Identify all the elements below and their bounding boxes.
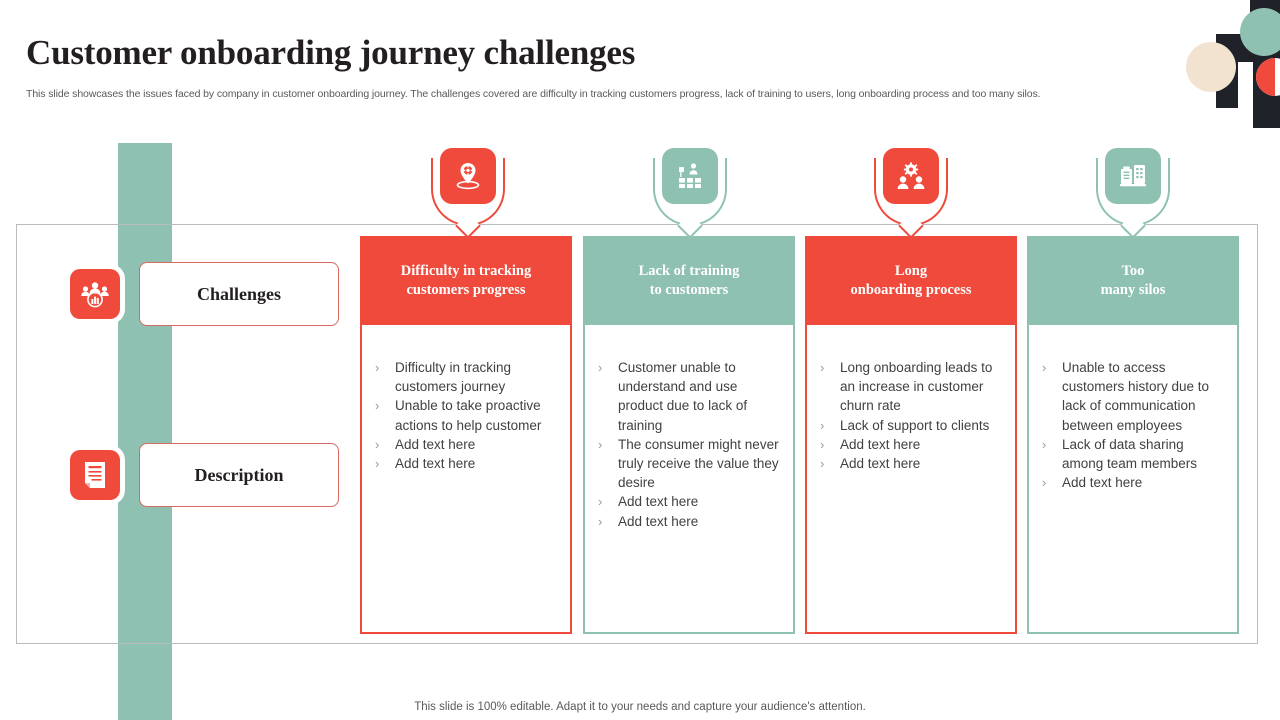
list-item: › Lack of data sharing among team members [1037, 435, 1225, 473]
chevron-right-icon: › [375, 456, 380, 472]
column-long-onboarding-process[interactable]: Long onboarding process › Long onboarding… [805, 236, 1017, 634]
document-icon [70, 450, 120, 500]
list-item-text: Add text here [618, 494, 699, 510]
decor-circle-green [1240, 8, 1280, 56]
list-item: › Add text here [815, 454, 1003, 473]
column-2-title-line1: Lack of training [638, 263, 740, 280]
column-3-title-line1: Long [894, 263, 928, 280]
content-panel-border [16, 224, 1258, 644]
column-2-body: › Customer unable to understand and use p… [583, 325, 795, 634]
list-item: › Customer unable to understand and use p… [593, 358, 781, 435]
column-4-bullet-list: › Unable to access customers history due … [1037, 358, 1225, 492]
column-1-bullet-list: › Difficulty in tracking customers journe… [370, 358, 558, 473]
location-pin-gear-icon [440, 148, 496, 204]
column-lack-of-training[interactable]: Lack of training to customers › Customer … [583, 236, 795, 634]
row-label-description-text: Description [139, 443, 339, 507]
chevron-right-icon: › [598, 436, 603, 452]
row-label-challenges-text: Challenges [139, 262, 339, 326]
row-label-description[interactable]: Description [70, 443, 339, 507]
pin-tail-col-2 [653, 158, 727, 226]
training-board-icon [662, 148, 718, 204]
list-item: › Add text here [815, 435, 1003, 454]
list-item-text: Add text here [1062, 475, 1143, 491]
page-subtitle: This slide showcases the issues faced by… [26, 88, 1041, 100]
footer-note: This slide is 100% editable. Adapt it to… [414, 701, 866, 713]
column-too-many-silos[interactable]: Too many silos › Unable to access custome… [1027, 236, 1239, 634]
team-gear-icon [883, 148, 939, 204]
list-item: › The consumer might never truly receive … [593, 435, 781, 493]
chevron-right-icon: › [598, 494, 603, 510]
list-item-text: Add text here [840, 456, 921, 472]
group-analytics-icon [70, 269, 120, 319]
list-item-text: Lack of data sharing among team members [1062, 436, 1198, 472]
list-item: › Add text here [370, 454, 558, 473]
pin-marker-col-3[interactable] [874, 148, 948, 226]
chevron-right-icon: › [820, 436, 825, 452]
pin-marker-col-1[interactable] [431, 148, 505, 226]
chevron-right-icon: › [598, 513, 603, 529]
chevron-right-icon: › [820, 456, 825, 472]
chevron-right-icon: › [375, 360, 380, 375]
pin-tail-col-4 [1096, 158, 1170, 226]
chevron-right-icon: › [375, 436, 380, 452]
pin-marker-col-2[interactable] [653, 148, 727, 226]
column-3-header: Long onboarding process [805, 236, 1017, 325]
list-item: › Lack of support to clients [815, 416, 1003, 435]
list-item-text: Difficulty in tracking customers journey [395, 360, 512, 395]
list-item-text: The consumer might never truly receive t… [618, 436, 779, 491]
decor-circle-cream [1186, 42, 1236, 92]
list-item: › Add text here [593, 492, 781, 511]
list-item: › Unable to access customers history due … [1037, 358, 1225, 435]
list-item: › Long onboarding leads to an increase in… [815, 358, 1003, 416]
chevron-right-icon: › [375, 398, 380, 414]
column-3-title-line2: onboarding process [850, 281, 972, 298]
chevron-right-icon: › [820, 417, 825, 433]
column-1-title-line2: customers progress [406, 281, 526, 298]
list-item: › Add text here [1037, 473, 1225, 492]
vertical-green-band [118, 143, 172, 720]
column-2-title-line2: to customers [649, 281, 729, 298]
list-item-text: Add text here [618, 513, 699, 529]
column-1-header: Difficulty in tracking customers progres… [360, 236, 572, 325]
list-item-text: Unable to access customers history due t… [1062, 360, 1210, 433]
column-4-title-line2: many silos [1100, 281, 1166, 298]
pin-marker-col-4[interactable] [1096, 148, 1170, 226]
list-item: › Add text here [370, 435, 558, 454]
list-item-text: Add text here [840, 436, 921, 452]
column-2-header: Lack of training to customers [583, 236, 795, 325]
column-3-bullet-list: › Long onboarding leads to an increase in… [815, 358, 1003, 473]
chevron-right-icon: › [1042, 436, 1047, 452]
column-3-body: › Long onboarding leads to an increase in… [805, 325, 1017, 634]
column-4-body: › Unable to access customers history due … [1027, 325, 1239, 634]
list-item-text: Add text here [395, 436, 476, 452]
column-4-title-line1: Too [1121, 263, 1145, 280]
list-item-text: Lack of support to clients [840, 417, 990, 433]
column-1-title-line1: Difficulty in tracking [400, 263, 532, 280]
column-4-header: Too many silos [1027, 236, 1239, 325]
pin-tail-col-3 [874, 158, 948, 226]
list-item-text: Add text here [395, 456, 476, 472]
decor-circle-half-red-left [1256, 58, 1275, 96]
list-item-text: Long onboarding leads to an increase in … [840, 360, 993, 414]
list-item-text: Unable to take proactive actions to help… [395, 398, 542, 433]
decor-circle-half-red [1256, 58, 1280, 96]
row-label-challenges[interactable]: Challenges [70, 262, 339, 326]
column-1-body: › Difficulty in tracking customers journe… [360, 325, 572, 634]
list-item-text: Customer unable to understand and use pr… [618, 360, 748, 433]
chevron-right-icon: › [1042, 360, 1047, 375]
column-difficulty-in-tracking[interactable]: Difficulty in tracking customers progres… [360, 236, 572, 634]
list-item: › Unable to take proactive actions to hel… [370, 396, 558, 434]
data-silos-icon [1105, 148, 1161, 204]
chevron-right-icon: › [1042, 475, 1047, 491]
list-item: › Add text here [593, 512, 781, 531]
list-item: › Difficulty in tracking customers journe… [370, 358, 558, 396]
page-title: Customer onboarding journey challenges [26, 33, 636, 72]
pin-tail-col-1 [431, 158, 505, 226]
column-2-bullet-list: › Customer unable to understand and use p… [593, 358, 781, 531]
chevron-right-icon: › [598, 360, 603, 375]
chevron-right-icon: › [820, 360, 825, 375]
